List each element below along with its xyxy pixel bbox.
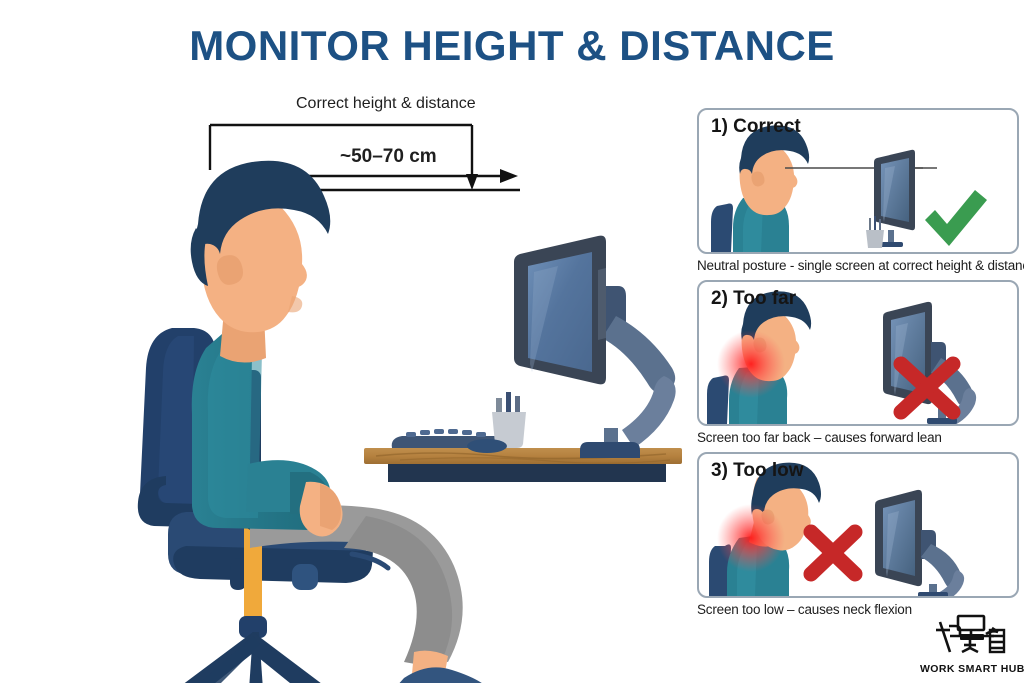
- distance-arrowhead-right: [500, 169, 518, 183]
- bracket-label: Correct height & distance: [296, 95, 476, 112]
- panel-too-low-title: 3) Too low: [711, 460, 804, 481]
- panel-too-low-box: 3) Too low: [697, 452, 1019, 598]
- panel-correct-box: 1) Correct: [697, 108, 1019, 254]
- panel-too-low[interactable]: 3) Too low: [697, 452, 1019, 617]
- panel-too-far-title: 2) Too far: [711, 288, 797, 309]
- desk: [364, 448, 682, 482]
- comparison-panels: 1) Correct: [697, 108, 1024, 624]
- panel-correct-illustration: [711, 125, 987, 252]
- scene-svg: [137, 123, 682, 683]
- bracket-arrowhead: [466, 174, 478, 190]
- panel-too-far[interactable]: 2) Too far: [697, 280, 1019, 445]
- monitor-on-arm: [514, 235, 676, 458]
- seated-person: [190, 160, 482, 683]
- pen-cup-icon: [866, 216, 884, 248]
- main-illustration: Correct height & distance ~50–70 cm: [0, 80, 690, 683]
- panel-correct-caption: Neutral posture - single screen at corre…: [697, 258, 1024, 273]
- panel-too-low-illustration: [709, 462, 965, 596]
- pen-cup: [467, 392, 526, 453]
- desk-workstation-icon: [936, 614, 1006, 654]
- pain-glow-icon: [717, 504, 785, 572]
- panel-correct-title: 1) Correct: [711, 116, 801, 137]
- panel-too-far-caption: Screen too far back – causes forward lea…: [697, 430, 942, 445]
- cross-icon: [893, 356, 961, 420]
- distance-label: ~50–70 cm: [340, 146, 437, 167]
- panel-correct[interactable]: 1) Correct: [697, 108, 1024, 273]
- pain-glow-icon: [717, 330, 785, 398]
- bracket-arrow: [208, 123, 474, 176]
- panel-too-far-illustration: [707, 291, 977, 424]
- brand-name: WORK SMART HUB: [920, 663, 1024, 675]
- check-icon: [925, 190, 987, 246]
- cross-icon: [803, 524, 863, 582]
- panel-too-far-box: 2) Too far: [697, 280, 1019, 426]
- page-title: MONITOR HEIGHT & DISTANCE: [189, 22, 835, 69]
- panel-too-low-caption: Screen too low – causes neck flexion: [697, 602, 912, 617]
- brand-logo: WORK SMART HUB: [920, 612, 1024, 675]
